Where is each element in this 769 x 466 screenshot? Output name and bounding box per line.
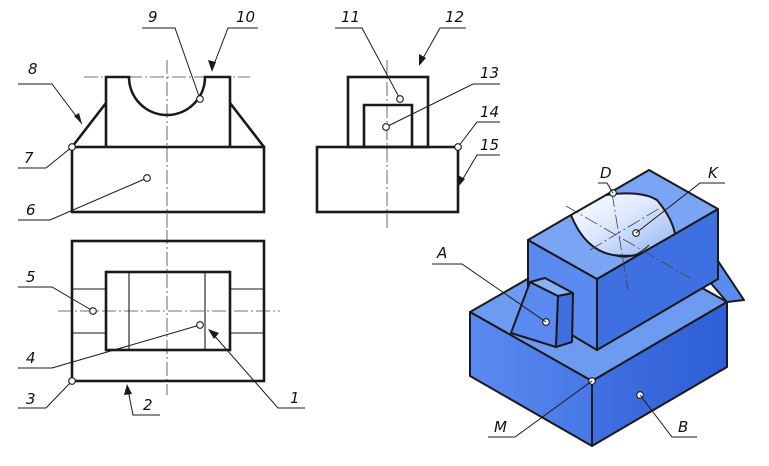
label-A: A xyxy=(436,244,447,262)
leader-12 xyxy=(421,27,466,61)
iso-semicircle-cut xyxy=(570,192,676,257)
front-view xyxy=(70,60,266,228)
label-5: 5 xyxy=(26,268,36,286)
front-view-upper-block xyxy=(104,75,232,147)
side-view-base xyxy=(315,145,460,214)
label-15: 15 xyxy=(480,136,499,154)
leader-4 xyxy=(18,324,201,369)
label-6: 6 xyxy=(26,201,36,219)
label-4: 4 xyxy=(26,349,36,367)
leader-5 xyxy=(18,286,94,312)
leader-8 xyxy=(18,83,83,125)
label-12: 12 xyxy=(445,8,464,26)
leader-10 xyxy=(212,27,258,68)
leader-7 xyxy=(18,146,73,169)
label-9: 9 xyxy=(148,8,158,26)
point-4 xyxy=(196,321,204,329)
leader-13 xyxy=(385,83,500,128)
top-view xyxy=(58,230,280,395)
iso-axis-1 xyxy=(565,205,691,279)
iso-axis-3 xyxy=(611,192,629,291)
point-3 xyxy=(68,377,76,385)
label-14: 14 xyxy=(480,103,499,121)
leader-D xyxy=(598,182,614,194)
leader-6 xyxy=(18,177,148,221)
label-D: D xyxy=(600,164,612,182)
label-11: 11 xyxy=(341,8,360,26)
front-view-base xyxy=(70,145,266,214)
side-view-rib xyxy=(362,103,414,147)
point-7 xyxy=(68,143,76,151)
point-6 xyxy=(143,174,151,182)
leader-9 xyxy=(142,27,201,100)
top-view-base xyxy=(70,239,266,383)
label-8: 8 xyxy=(28,60,38,78)
leader-1 xyxy=(211,332,305,409)
label-2: 2 xyxy=(143,396,153,414)
point-11 xyxy=(396,95,404,103)
top-view-upper-block xyxy=(104,270,232,352)
point-5 xyxy=(89,307,97,315)
iso-axis-2 xyxy=(589,207,661,251)
side-view xyxy=(315,60,460,228)
leader-3 xyxy=(18,380,73,409)
label-B: B xyxy=(678,418,688,436)
labels: 8 7 9 10 6 11 12 13 14 15 5 4 3 2 1 A D … xyxy=(24,8,719,436)
leader-11 xyxy=(335,27,401,100)
label-1: 1 xyxy=(290,389,300,407)
leader-B xyxy=(639,394,697,438)
arrowhead-10 xyxy=(208,60,216,72)
iso-rib-front-side xyxy=(555,292,574,348)
arrowhead-2 xyxy=(124,384,132,395)
point-13 xyxy=(382,123,390,131)
leader-15 xyxy=(460,154,500,183)
front-view-rib-left xyxy=(70,102,108,148)
arrowhead-1 xyxy=(208,329,219,339)
leader-14 xyxy=(457,121,500,148)
label-7: 7 xyxy=(24,149,34,167)
front-view-rib-right xyxy=(228,102,266,148)
leader-2 xyxy=(127,389,160,416)
point-14 xyxy=(454,143,462,151)
leader-A xyxy=(432,263,547,323)
arrowhead-12 xyxy=(419,54,426,66)
label-K: K xyxy=(708,164,719,182)
orthographic-callouts xyxy=(18,27,500,416)
label-M: M xyxy=(494,418,507,436)
label-3: 3 xyxy=(26,390,36,408)
isometric-view xyxy=(432,169,745,447)
leader-K xyxy=(635,182,725,234)
label-10: 10 xyxy=(236,8,255,26)
point-9 xyxy=(196,95,204,103)
label-13: 13 xyxy=(480,64,499,82)
leader-M xyxy=(488,380,593,438)
arrowhead-8 xyxy=(74,113,82,124)
iso-cut-inner-arc xyxy=(612,244,650,258)
iso-base-right xyxy=(591,301,728,447)
arrowhead-15 xyxy=(458,175,465,187)
